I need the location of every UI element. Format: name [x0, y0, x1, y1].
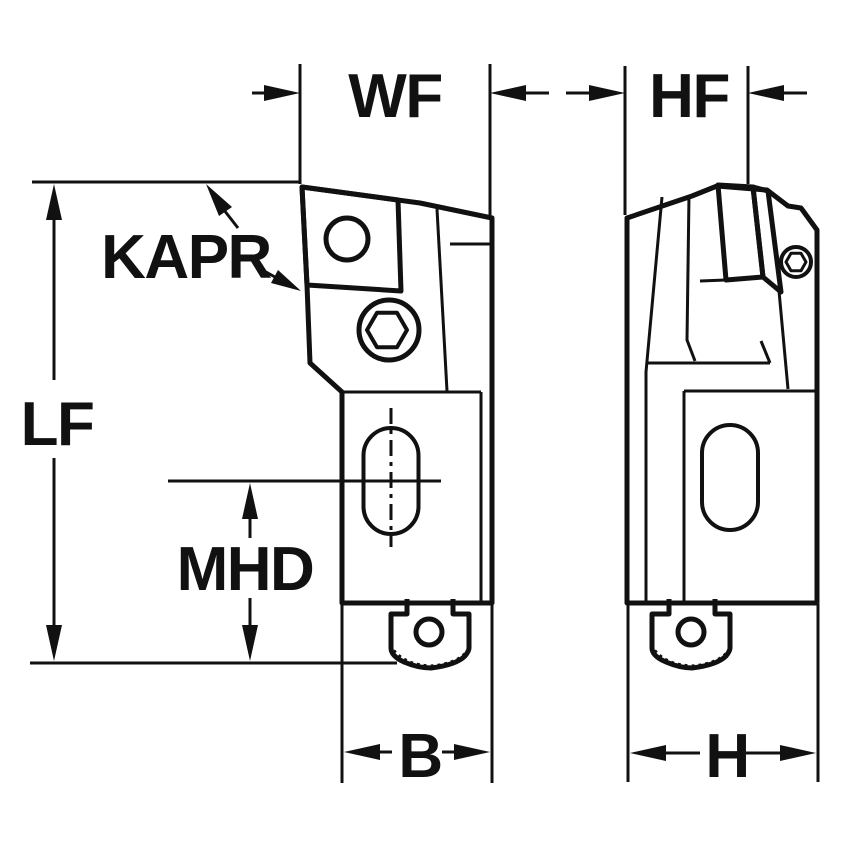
lf-arrow-down: [46, 625, 62, 661]
dim-kapr: KAPR: [101, 184, 301, 292]
h-arrow-left-head: [630, 745, 666, 761]
front-clamp-screw-ring: [356, 297, 422, 363]
side-insert-seat-line: [699, 278, 727, 283]
side-pocket-edge: [777, 290, 790, 390]
front-trunnion-hole: [413, 616, 445, 648]
h-label: H: [705, 722, 748, 791]
dim-wf: WF: [252, 62, 549, 216]
side-trunnion-knurl: [652, 649, 730, 670]
drawing-root: WF HF LF: [21, 62, 820, 791]
mhd-label: MHD: [177, 535, 314, 604]
h-arrow-right-head: [780, 745, 816, 761]
side-body: [624, 183, 820, 606]
side-mount-slot: [700, 423, 760, 532]
side-trunnion-hole: [675, 616, 707, 648]
hf-label: HF: [649, 62, 729, 131]
hf-arrow-left-head: [589, 85, 625, 101]
dim-b: B: [340, 604, 494, 791]
hf-arrow-right-head: [748, 85, 784, 101]
front-view: [299, 184, 495, 671]
dim-lf: LF: [21, 180, 397, 665]
side-hex-socket-icon: [784, 251, 808, 273]
dim-mhd: MHD: [168, 479, 441, 661]
side-left-facet: [644, 196, 664, 602]
dimensions: WF HF LF: [21, 62, 820, 791]
mhd-arrow-up: [242, 483, 258, 519]
front-body: [299, 184, 495, 606]
wf-arrow-left-head: [264, 85, 300, 101]
kapr-arrow-edge-head: [271, 270, 301, 291]
front-trunnion-knurl: [391, 649, 469, 670]
kapr-label: KAPR: [101, 223, 271, 292]
b-arrow-left-head: [344, 744, 380, 760]
side-clamp-screw-ring: [779, 245, 813, 279]
side-clamp-corner: [759, 340, 772, 364]
dim-hf: HF: [566, 62, 807, 215]
b-arrow-right-head: [454, 744, 490, 760]
insert-side-view-edge-face: [750, 184, 784, 295]
kapr-arrow-top-head: [206, 184, 232, 216]
side-clamp-edge: [685, 194, 697, 362]
lf-label: LF: [21, 390, 94, 459]
hex-socket-icon: [365, 310, 409, 350]
insert-front-view: [299, 184, 404, 294]
dim-h: H: [626, 604, 820, 791]
mhd-arrow-down: [242, 625, 258, 661]
kapr-arrow-top-tail: [222, 209, 240, 229]
front-head-diagonal-facet: [435, 208, 449, 392]
wf-arrow-right-head: [490, 85, 526, 101]
insert-hole: [323, 215, 371, 263]
b-label: B: [398, 722, 441, 791]
wf-label: WF: [348, 62, 441, 131]
lf-arrow-up: [46, 184, 62, 220]
side-view: [624, 182, 820, 671]
